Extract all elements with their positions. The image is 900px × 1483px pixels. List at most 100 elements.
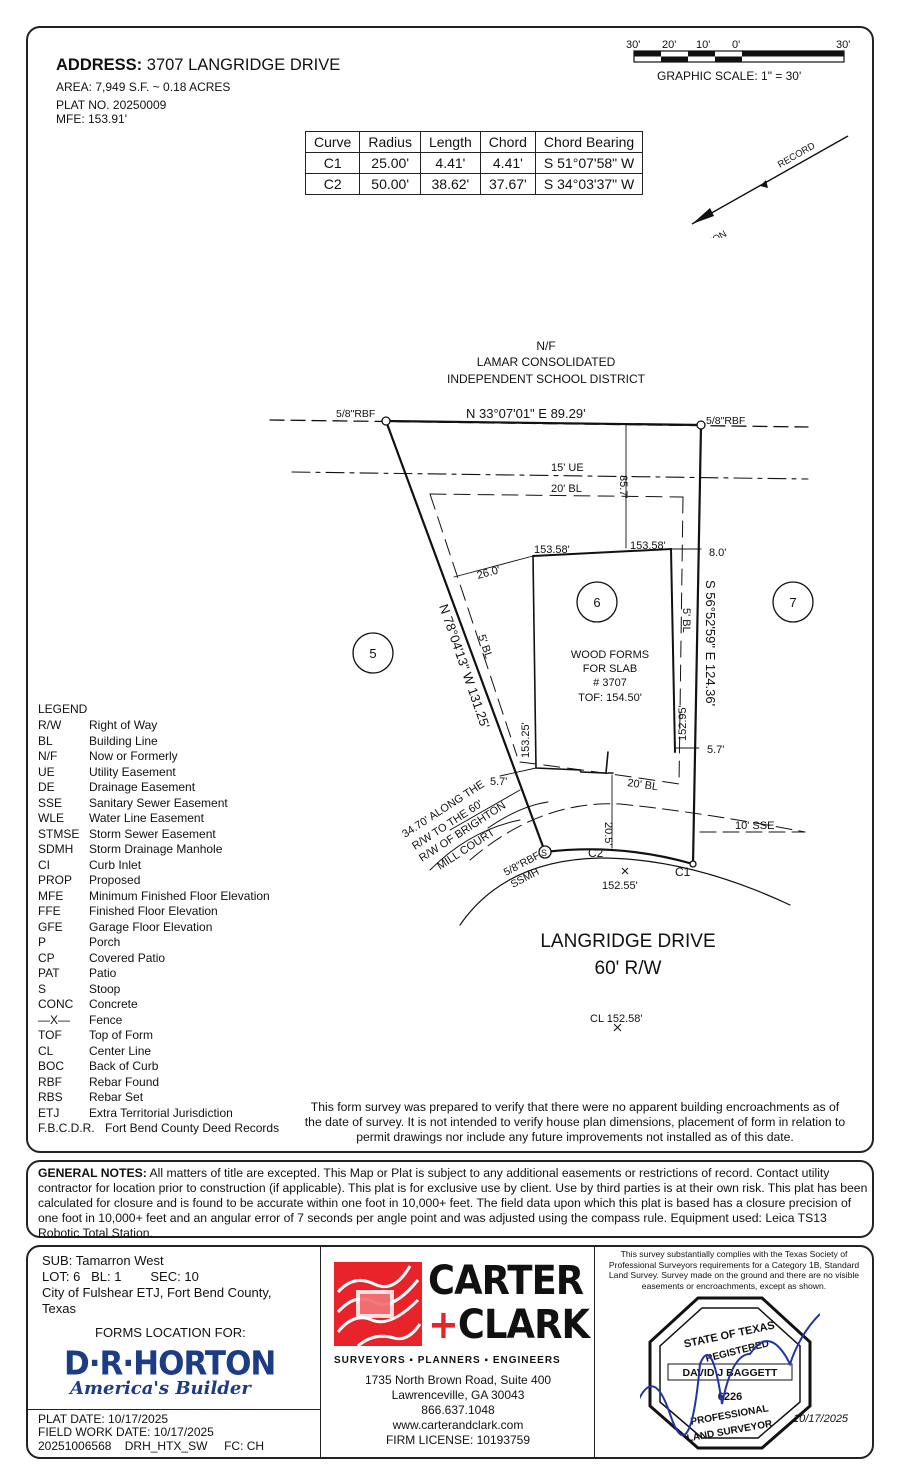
- lot-6-circle: [576, 581, 618, 623]
- legend-abbr: PAT: [38, 966, 60, 980]
- curve-col-header: Radius: [359, 131, 421, 153]
- title-block-frame: [26, 1245, 874, 1459]
- carter-wordmark: CARTER: [428, 1258, 584, 1304]
- firm-license: FIRM LICENSE: 10193759: [385, 1433, 531, 1447]
- firm-address-1: 1735 North Brown Road, Suite 400: [364, 1373, 552, 1387]
- legend-abbr: DE: [38, 780, 55, 794]
- scale-tick-1: 20': [662, 39, 676, 51]
- lot-7-label: 7: [789, 595, 796, 610]
- legend-abbr: P: [38, 935, 47, 949]
- lot-6-label: 6: [593, 595, 600, 610]
- scale-bar: 30' 20' 10' 0' 30': [626, 39, 850, 63]
- street-name: LANGRIDGE DRIVE: [540, 931, 715, 952]
- legend-abbr: STMSE: [38, 826, 80, 841]
- rbf-ne-label: 5/8"RBF: [706, 415, 745, 427]
- legend-description: Curb Inlet: [89, 857, 142, 872]
- legend-abbr: RBF: [38, 1074, 62, 1089]
- bl-side-left: 5' BL: [475, 633, 494, 660]
- lot-5-circle: [352, 632, 394, 674]
- north-arrow-icon: RECORD NORTH: [691, 135, 849, 238]
- legend-abbr: ETJ: [38, 1105, 60, 1120]
- curve-cell: 4.41': [419, 152, 481, 174]
- signature-stroke: [640, 1313, 820, 1437]
- dim-5-7-left: 5.7': [490, 776, 507, 788]
- slab-br-elev: 152.95': [677, 705, 689, 741]
- address-value: 3707 LANGRIDGE DRIVE: [146, 56, 341, 74]
- survey-frame: [26, 26, 874, 1153]
- legend-abbr: GFE: [38, 919, 63, 934]
- legend-description: Building Line: [89, 733, 158, 748]
- legend-description: Center Line: [89, 1043, 152, 1058]
- slab-text-4: TOF: 154.50': [578, 692, 642, 704]
- divider-line: [320, 1246, 321, 1458]
- slab-tr-elev: 153.58': [630, 540, 666, 552]
- bl-front-label: 20' BL: [627, 777, 659, 793]
- bl-side-right: 5' BL: [680, 608, 692, 633]
- plat-no: PLAT NO. 20250009: [56, 98, 167, 112]
- dr-horton-tagline: America's Builder: [70, 1378, 251, 1399]
- dim-35-7: 35.7': [617, 475, 629, 499]
- legend-description: Stoop: [89, 981, 121, 996]
- legend-description: Storm Drainage Manhole: [89, 842, 223, 856]
- legend-description: Fence: [89, 1012, 123, 1027]
- mfe-text: MFE: 153.91': [56, 112, 127, 126]
- address-line: ADDRESS: 3707 LANGRIDGE DRIVE: [56, 56, 340, 75]
- scale-caption: GRAPHIC SCALE: 1" = 30': [657, 69, 802, 83]
- legend-abbr: R/W: [38, 718, 62, 732]
- client-sub: SUB: Tamarron West: [42, 1253, 164, 1268]
- general-notes-frame: [26, 1160, 874, 1238]
- legend-abbr: FFE: [38, 904, 61, 918]
- legend-description: Concrete: [89, 997, 138, 1011]
- curve-cell: 50.00': [359, 173, 421, 195]
- curve-table-row: C2 50.00' 38.62' 37.67' S 34°03'37" W: [304, 173, 644, 195]
- north-bearing: N 33°07'01" E 89.29': [466, 406, 586, 421]
- firm-tagline: SURVEYORS ▪ PLANNERS ▪ ENGINEERS: [334, 1355, 561, 1366]
- legend-description: Finished Floor Elevation: [89, 904, 218, 918]
- legend-abbr: MFE: [38, 888, 64, 903]
- curb-elev: 152.55': [602, 880, 638, 892]
- scale-tick-0: 30': [626, 39, 640, 51]
- legend-description: Proposed: [89, 873, 141, 887]
- legend-abbr: —X—: [38, 1012, 71, 1027]
- curve-cell: 38.62': [419, 173, 481, 195]
- curve-col-header: Curve: [304, 131, 361, 153]
- legend-abbr: CP: [38, 950, 55, 965]
- firm-website[interactable]: www.carterandclark.com: [392, 1418, 524, 1432]
- curve-c2-label: C2: [588, 846, 604, 860]
- legend-description: Utility Easement: [89, 764, 176, 779]
- general-notes-label: GENERAL NOTES:: [38, 1166, 147, 1180]
- clark-wordmark: +CLARK: [428, 1302, 590, 1348]
- client-lot: LOT: 6 BL: 1 SEC: 10: [42, 1269, 199, 1284]
- legend-title: LEGEND: [38, 702, 88, 716]
- dim-5-7-right: 5.7': [707, 744, 724, 756]
- legend-description: Extra Territorial Jurisdiction: [89, 1105, 233, 1120]
- carter-clark-logo-icon: [334, 1262, 422, 1346]
- seal-date: 10/17/2025: [793, 1413, 849, 1425]
- legend-abbr: BOC: [38, 1059, 65, 1073]
- firm-address-2: Lawrenceville, GA 30043: [391, 1388, 525, 1402]
- slab-text-2: FOR SLAB: [583, 663, 637, 675]
- divider-line: [27, 1409, 320, 1410]
- slab-text-1: WOOD FORMS: [571, 649, 649, 661]
- surveyor-seal-icon: STATE OF TEXAS REGISTERED DAVID J BAGGET…: [640, 1296, 820, 1450]
- curve-cell: C2: [304, 173, 361, 195]
- legend-abbr: BL: [38, 733, 53, 748]
- slab-text-3: # 3707: [593, 677, 627, 689]
- east-bearing: S 56°52'59" E 124.36': [703, 580, 718, 706]
- ssmh-symbol: S: [541, 848, 547, 858]
- legend-abbr: TOF: [38, 1028, 62, 1042]
- legend-description: Covered Patio: [89, 950, 166, 965]
- rebar-se-icon: [689, 860, 697, 868]
- curve-c1-label: C1: [675, 865, 691, 879]
- legend-description: Minimum Finished Floor Elevation: [89, 888, 270, 903]
- street-row: 60' R/W: [595, 958, 662, 979]
- dim-26: 26.0': [476, 564, 502, 582]
- scale-tick-4: 30': [836, 39, 850, 51]
- legend-description: Garage Floor Elevation: [89, 919, 213, 934]
- field-work-date: FIELD WORK DATE: 10/17/2025: [38, 1425, 214, 1439]
- client-state: Texas: [42, 1301, 76, 1316]
- legend-abbr: PROP: [38, 873, 73, 887]
- centerline-elev: CL 152.58': [590, 1013, 642, 1025]
- general-notes-text: All matters of title are excepted. This …: [38, 1166, 868, 1240]
- clark-text: +CLARK: [428, 1302, 590, 1348]
